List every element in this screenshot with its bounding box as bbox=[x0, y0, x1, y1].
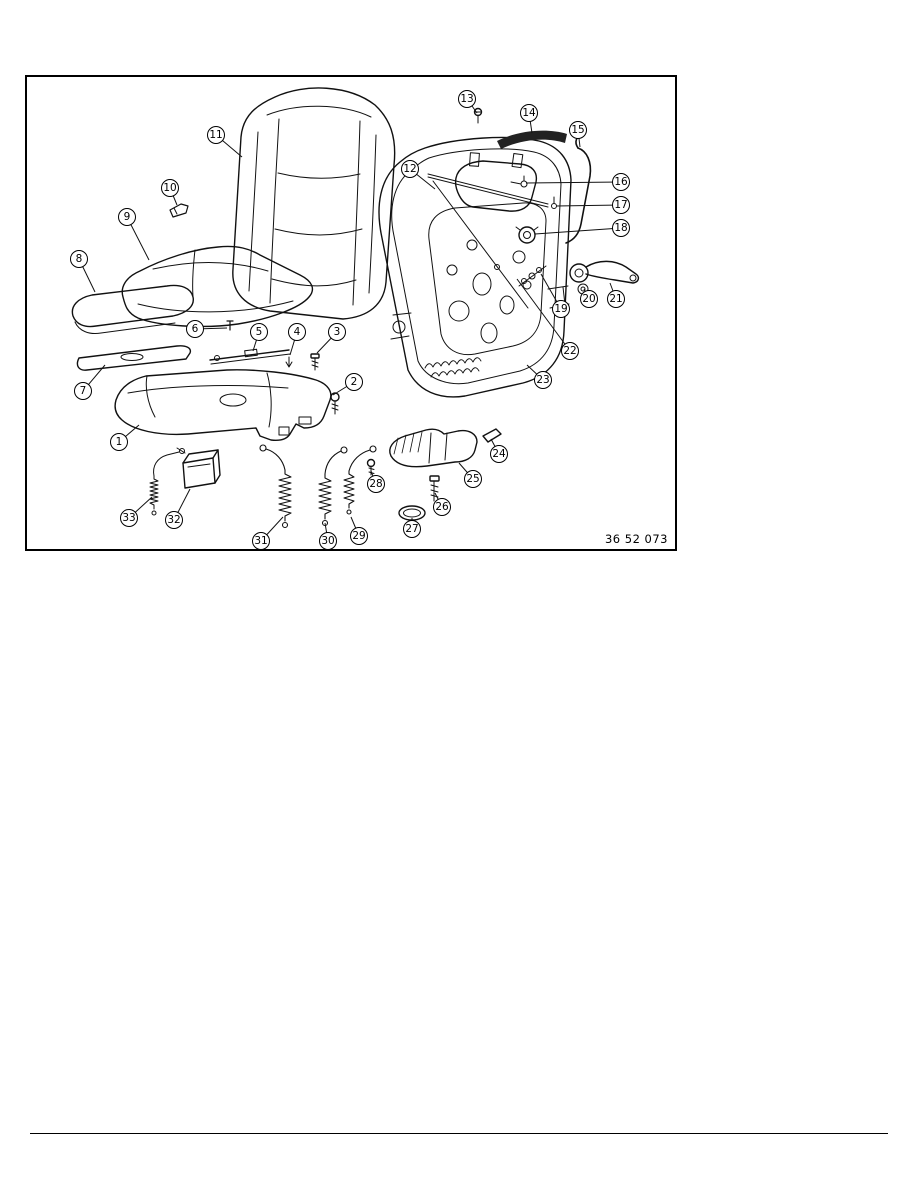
callout-33: 33 bbox=[120, 509, 138, 527]
callout-17: 17 bbox=[612, 196, 630, 214]
callout-9: 9 bbox=[118, 208, 136, 226]
callout-18: 18 bbox=[612, 219, 630, 237]
callout-19: 19 bbox=[552, 300, 570, 318]
callout-27: 27 bbox=[403, 520, 421, 538]
callout-1: 1 bbox=[110, 433, 128, 451]
callout-28: 28 bbox=[367, 475, 385, 493]
callout-7: 7 bbox=[74, 382, 92, 400]
callout-13: 13 bbox=[458, 90, 476, 108]
callout-4: 4 bbox=[288, 323, 306, 341]
callout-32: 32 bbox=[165, 511, 183, 529]
callout-10: 10 bbox=[161, 179, 179, 197]
callout-3: 3 bbox=[328, 323, 346, 341]
callout-14: 14 bbox=[520, 104, 538, 122]
figure-code: 36 52 073 bbox=[604, 532, 668, 546]
callout-29: 29 bbox=[350, 527, 368, 545]
callout-16: 16 bbox=[612, 173, 630, 191]
callout-11: 11 bbox=[207, 126, 225, 144]
callout-31: 31 bbox=[252, 532, 270, 550]
footer-rule bbox=[30, 1133, 888, 1134]
callout-23: 23 bbox=[534, 371, 552, 389]
callout-30: 30 bbox=[319, 532, 337, 550]
callout-12: 12 bbox=[401, 160, 419, 178]
callout-15: 15 bbox=[569, 121, 587, 139]
callout-22: 22 bbox=[561, 342, 579, 360]
callout-20: 20 bbox=[580, 290, 598, 308]
callout-21: 21 bbox=[607, 290, 625, 308]
callout-8: 8 bbox=[70, 250, 88, 268]
callout-24: 24 bbox=[490, 445, 508, 463]
callout-5: 5 bbox=[250, 323, 268, 341]
callout-25: 25 bbox=[464, 470, 482, 488]
callout-26: 26 bbox=[433, 498, 451, 516]
callout-6: 6 bbox=[186, 320, 204, 338]
callout-2: 2 bbox=[345, 373, 363, 391]
